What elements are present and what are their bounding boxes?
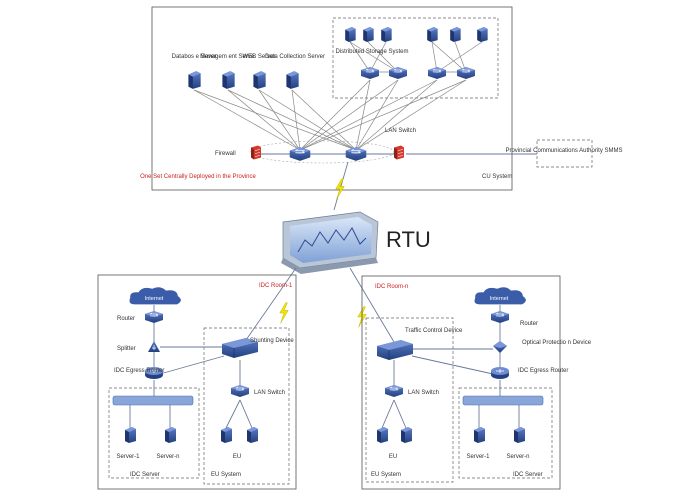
router-icon	[490, 310, 510, 324]
idc-room-1-label: IDC Room-1	[259, 283, 293, 289]
lan-switch-icon	[345, 146, 367, 162]
storage-group-frame	[332, 17, 499, 99]
smms-frame	[536, 139, 593, 168]
router-icon	[144, 310, 164, 324]
idcn-router-label: Router	[520, 321, 538, 327]
idc1-eu-system-label: EU System	[211, 472, 241, 478]
idcn-egress-label: IDC Egress Router	[518, 368, 568, 374]
cu-system-frame	[151, 6, 513, 191]
idcn-links	[381, 305, 520, 429]
wireless-link-icon	[279, 302, 289, 324]
idc1-router-label: Router	[117, 316, 135, 322]
optical-label: Optical Protectio n Device	[522, 340, 592, 346]
data-collection-server-label: Data Collection Server	[265, 54, 325, 60]
idc1-servern-label: Server-n	[156, 454, 179, 460]
idcn-server1-label: Server-1	[466, 454, 490, 460]
storage-server-icon	[477, 26, 488, 43]
eu-icon	[221, 427, 232, 443]
optical-protection-icon	[493, 341, 507, 353]
data-collection-server-icon	[286, 71, 299, 89]
traffic-control-device-icon	[376, 339, 414, 361]
server-bus-bar	[462, 395, 544, 406]
idc-room-1-frame	[97, 274, 297, 490]
storage-switch-icon	[360, 66, 380, 80]
cu-system-label: CU System	[482, 174, 512, 180]
eu-icon	[401, 427, 412, 443]
splitter-label: Splitter	[117, 346, 136, 352]
server-n-icon	[165, 427, 176, 443]
management-server-label: Managem ent Serve.	[200, 54, 256, 60]
storage-server-icon	[363, 26, 374, 43]
traffic-control-label: Traffic Control Device	[405, 328, 463, 334]
idc1-idc-server-label: IDC Server	[130, 472, 160, 478]
smms-label: Provincial Communications Authority SMMS	[505, 148, 622, 154]
idc-room-n-label: IDC Room-n	[375, 284, 408, 290]
storage-switch-icon	[427, 66, 447, 80]
idcn-lan-switch-label: LAN Switch	[408, 390, 439, 396]
idc1-egress-label: IDC Egress Router	[114, 368, 164, 374]
web-server-label: WEB Server	[242, 54, 275, 60]
idc1-links	[129, 305, 253, 429]
storage-switch-icon	[388, 66, 408, 80]
shunting-device-label: Shunting Device	[250, 338, 294, 344]
web-server-icon	[253, 71, 266, 89]
storage-switch-icon	[456, 66, 476, 80]
storage-server-icon	[381, 26, 392, 43]
database-server-icon	[188, 71, 201, 89]
database-server-label: Databos e Sever	[172, 54, 217, 60]
idcn-eu-label: EU	[389, 454, 397, 460]
idcn-internet-label: Internet	[490, 296, 509, 302]
server-bus-bar	[112, 395, 194, 406]
idcn-eu-system-label: EU System	[371, 472, 401, 478]
storage-server-icon	[450, 26, 461, 43]
eu-lan-switch-icon	[230, 384, 250, 398]
firewall-icon	[250, 145, 262, 160]
splitter-icon	[147, 340, 161, 353]
eu-icon	[377, 427, 388, 443]
storage-server-icon	[427, 26, 438, 43]
wireless-link-icon	[335, 178, 345, 200]
server-n-icon	[514, 427, 525, 443]
idc1-eu-label: EU	[233, 454, 241, 460]
eu-system-frame	[203, 327, 290, 485]
management-server-icon	[222, 71, 235, 89]
idc-server-n-frame	[458, 387, 553, 479]
cu-links	[193, 41, 537, 155]
idcn-servern-label: Server-n	[506, 454, 529, 460]
lan-switch-icon	[289, 146, 311, 162]
server-1-icon	[125, 427, 136, 443]
rtu-label: RTU	[386, 227, 431, 252]
storage-server-icon	[345, 26, 356, 43]
eu-system-n-frame	[365, 317, 454, 483]
egress-router-icon	[490, 366, 510, 380]
eu-lan-switch-icon	[384, 384, 404, 398]
eu-icon	[247, 427, 258, 443]
idc-room-n-frame	[361, 275, 561, 490]
rtu-device	[281, 211, 379, 274]
firewall-icon	[393, 145, 405, 160]
storage-label: Distributed Storage System	[335, 49, 408, 55]
idc1-lan-switch-label: LAN Switch	[254, 390, 285, 396]
cu-lan-switch-label: LAN Switch	[385, 128, 416, 134]
lan-zone-ellipse	[249, 140, 395, 164]
firewall-label: Firewall	[215, 151, 236, 157]
idc1-internet-label: Internet	[145, 296, 164, 302]
idc1-server1-label: Server-1	[116, 454, 140, 460]
deploy-note: One Set Centrally Deployed in the Provin…	[140, 174, 256, 180]
idcn-idc-server-label: IDC Server	[513, 472, 543, 478]
server-1-icon	[474, 427, 485, 443]
